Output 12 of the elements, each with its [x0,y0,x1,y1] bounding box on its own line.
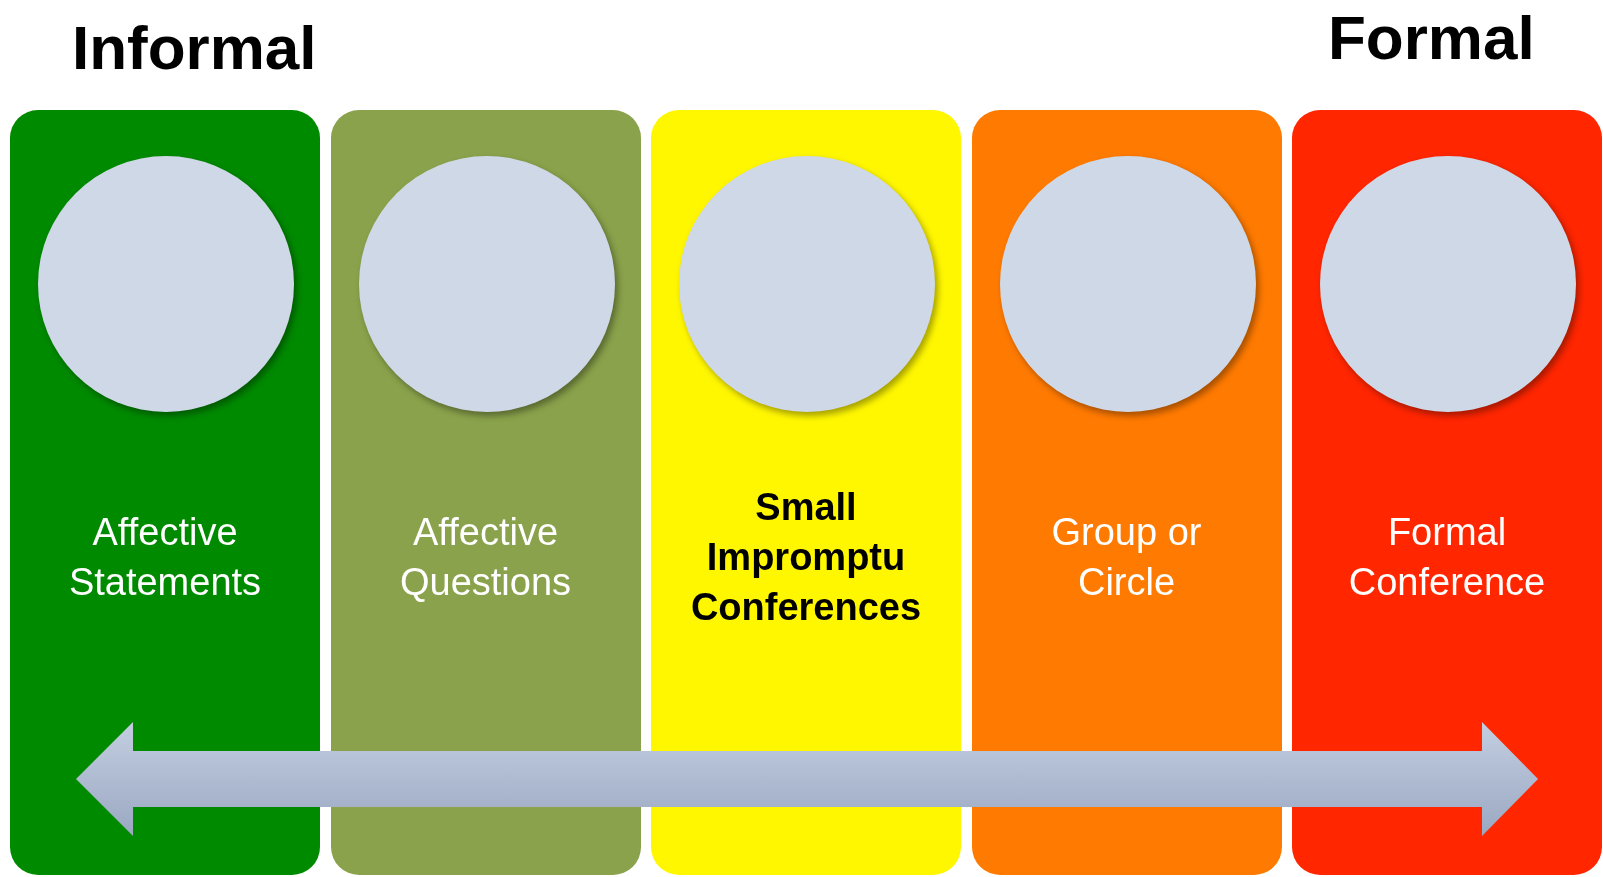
column-label: Affective Questions [398,510,573,605]
column-label: Group or Circle [1050,510,1203,605]
category-column [10,110,320,875]
column-label: Formal Conference [1347,510,1547,605]
spectrum-end-label: Formal [1328,2,1535,74]
category-column [971,110,1282,875]
category-column [330,110,641,875]
spectrum-end-label: Informal [72,12,317,84]
column-label: Small Impromptu Conferences [689,485,923,630]
category-column [1292,110,1602,875]
column-label: Affective Statements [67,510,263,605]
category-column [651,110,961,875]
